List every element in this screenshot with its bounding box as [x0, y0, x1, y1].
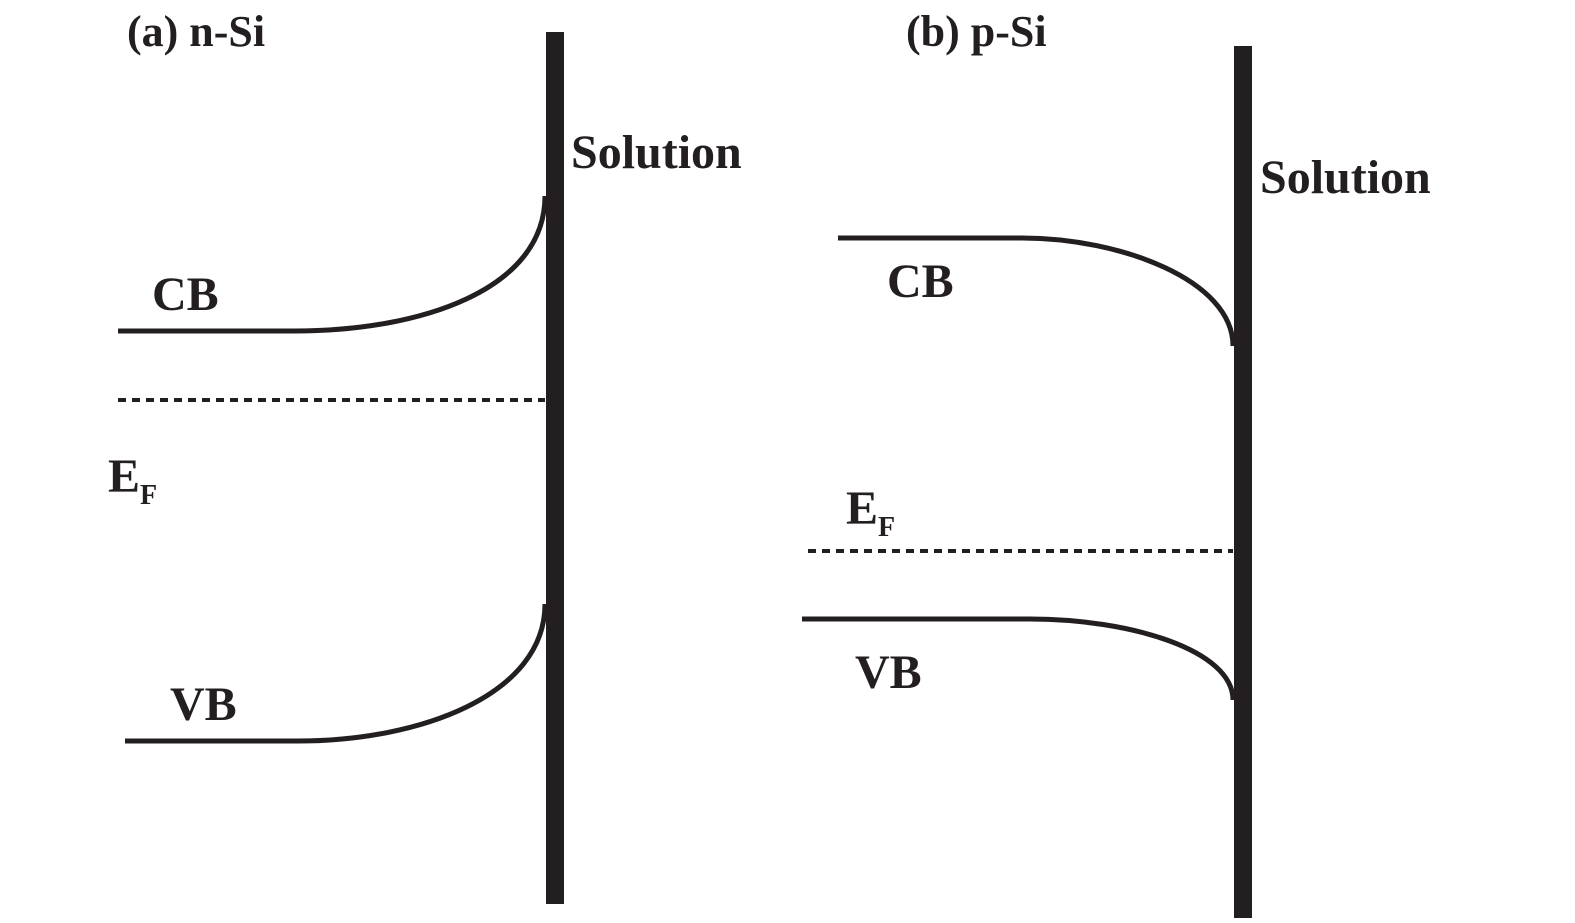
panel-b-fermi-label: EF: [846, 482, 895, 543]
panel-a-n-si: (a) n-Si Solution CB EF VB: [108, 7, 742, 904]
panel-a-vb-label: VB: [170, 678, 237, 731]
panel-b-vb-label: VB: [855, 646, 922, 699]
panel-b-p-si: (b) p-Si Solution CB EF VB: [802, 7, 1431, 918]
panel-b-valence-band: [802, 616, 1236, 701]
panel-a-cb-label: CB: [152, 268, 219, 321]
panel-b-title: (b) p-Si: [906, 7, 1047, 56]
panel-b-cb-label: CB: [887, 255, 954, 308]
panel-a-fermi-label: EF: [108, 450, 157, 511]
panel-a-solution-label: Solution: [571, 126, 742, 179]
panel-b-solution-label: Solution: [1260, 151, 1431, 204]
panel-b-fermi-subscript: F: [878, 512, 895, 543]
panel-a-valence-band: [125, 603, 548, 744]
panel-b-interface-line: [1234, 46, 1252, 918]
panel-b-conduction-band: [838, 235, 1236, 347]
panel-a-fermi-subscript: F: [140, 480, 157, 511]
panel-a-conduction-band: [118, 195, 548, 334]
panel-a-fermi-main: E: [108, 450, 140, 503]
panel-a-interface-line: [546, 32, 564, 904]
panel-a-title: (a) n-Si: [127, 7, 265, 56]
panel-b-fermi-main: E: [846, 482, 878, 535]
